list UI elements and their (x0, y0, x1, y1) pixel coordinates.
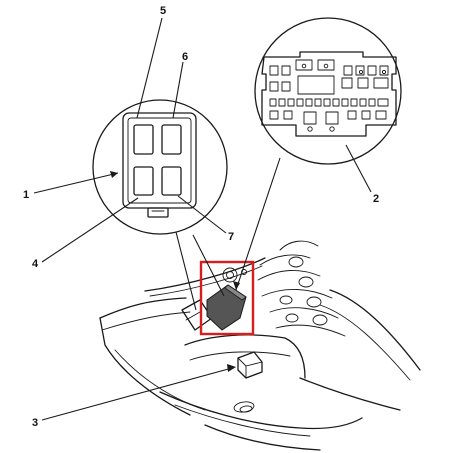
under-hood-fuse-box (206, 284, 247, 331)
fuse-detail-circle (254, 17, 402, 165)
relay-detail-circle (92, 99, 228, 235)
relay-box-detail (92, 99, 228, 235)
relay-slot-top-right (161, 124, 182, 155)
fuse-panel-detail (254, 17, 402, 165)
callout-7: 7 (228, 231, 234, 243)
relay-box-latch (147, 207, 169, 218)
relay-slot-bottom-left (133, 166, 154, 196)
relay-slot-bottom-right (161, 166, 182, 196)
relay-slot-top-left (133, 124, 154, 155)
fuse-panel-outline (261, 51, 397, 137)
callout-3: 3 (32, 417, 38, 429)
relay-component (237, 351, 263, 379)
callout-5: 5 (160, 5, 166, 17)
engine-bay-drawing (99, 240, 421, 451)
callout-1: 1 (23, 189, 29, 201)
callout-2: 2 (373, 193, 379, 205)
highlight-frame (199, 260, 255, 336)
fuse-grid (269, 59, 389, 132)
callout-6: 6 (182, 51, 188, 63)
callout-4: 4 (32, 258, 39, 270)
fuse-box-highlight (199, 260, 255, 336)
